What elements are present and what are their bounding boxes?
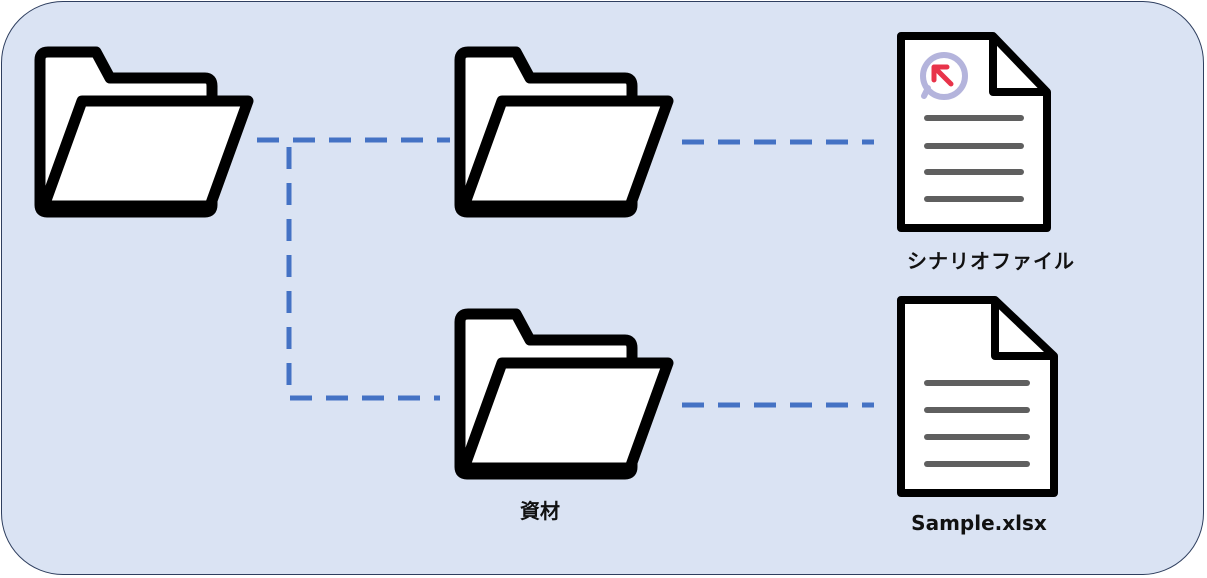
arrow-badge-icon [920, 52, 968, 100]
materials-folder-icon[interactable] [460, 314, 668, 474]
sample-file-icon[interactable] [897, 296, 1058, 497]
root-folder-icon[interactable] [40, 52, 248, 212]
connector-lines [257, 137, 874, 408]
document-text-lines [924, 380, 1030, 467]
document-text-lines [924, 115, 1024, 202]
connector-branch-vertical [286, 147, 440, 401]
scenario-file-icon[interactable] [897, 32, 1051, 232]
child-folder-icon[interactable] [460, 52, 668, 212]
sample-file-label: Sample.xlsx [911, 511, 1047, 535]
scenario-file-label: シナリオファイル [907, 249, 1075, 273]
materials-folder-label: 資材 [520, 499, 560, 523]
